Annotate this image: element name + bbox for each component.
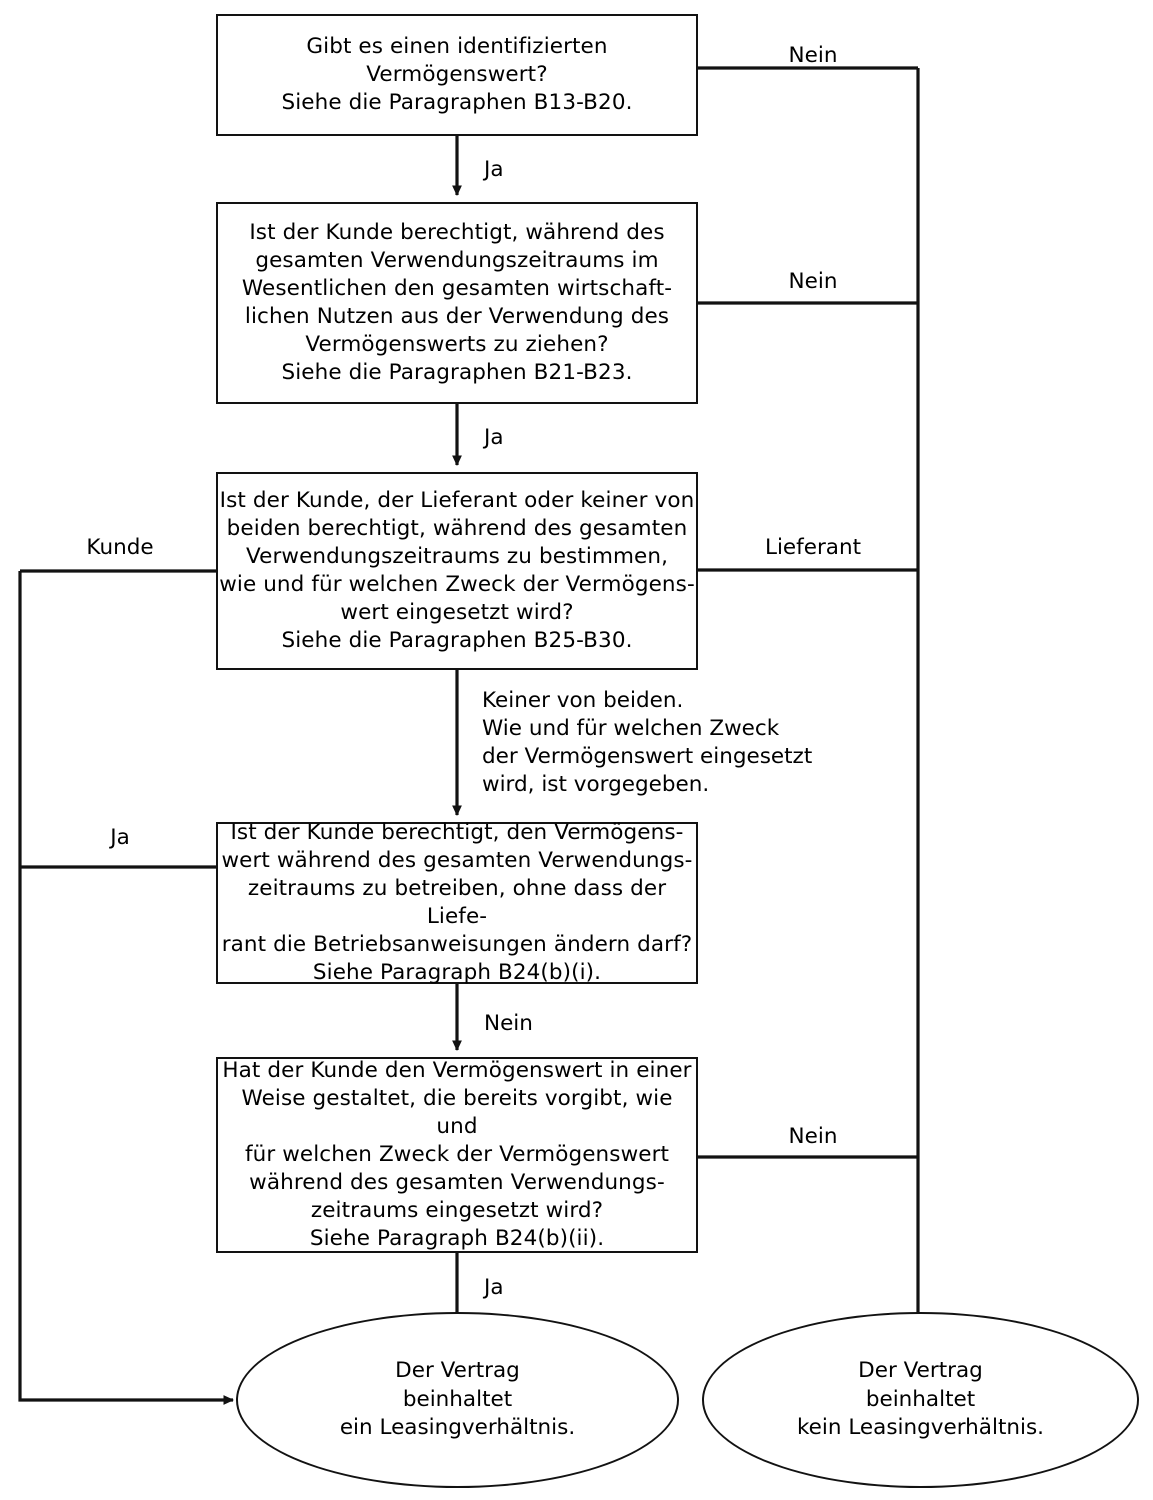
edge-label-q5-no: Nein (788, 1124, 838, 1149)
edge-label-q3-customer: Kunde (86, 535, 154, 560)
edge-label-q4-no: Nein (484, 1011, 533, 1036)
node-q4-right-to-operate[interactable]: Ist der Kunde berechtigt, den Vermögens-… (216, 820, 698, 985)
node-outcome-lease-text: Der Vertrag beinhaltet ein Leasingverhäl… (339, 1358, 576, 1441)
node-q2-economic-benefits[interactable]: Ist der Kunde berechtigt, während des ge… (216, 202, 698, 404)
node-outcome-lease[interactable]: Der Vertrag beinhaltet ein Leasingverhäl… (236, 1312, 679, 1488)
node-q5-text: Hat der Kunde den Vermögenswert in einer… (222, 1058, 692, 1251)
edge-label-q5-yes: Ja (484, 1275, 504, 1300)
edge-label-q3-neither: Keiner von beiden. Wie und für welchen Z… (482, 688, 813, 797)
node-outcome-no-lease-text: Der Vertrag beinhaltet kein Leasingverhä… (796, 1358, 1045, 1441)
node-q4-text: Ist der Kunde berechtigt, den Vermögens-… (221, 820, 693, 985)
edge-label-q2-no: Nein (788, 269, 838, 294)
node-q5-designed-asset[interactable]: Hat der Kunde den Vermögenswert in einer… (216, 1057, 698, 1253)
node-q1-identified-asset[interactable]: Gibt es einen identifizierten Vermögensw… (216, 14, 698, 136)
node-q3-right-to-direct[interactable]: Ist der Kunde, der Lieferant oder keiner… (216, 472, 698, 670)
node-q3-text: Ist der Kunde, der Lieferant oder keiner… (219, 488, 695, 653)
node-q2-text: Ist der Kunde berechtigt, während des ge… (241, 220, 673, 385)
edge-left-rail (18, 571, 234, 1405)
edge-label-q3-supplier: Lieferant (764, 535, 862, 560)
edge-label-q4-yes: Ja (110, 825, 130, 850)
edge-label-q1-no: Nein (788, 43, 838, 68)
node-q1-text: Gibt es einen identifizierten Vermögensw… (281, 34, 633, 115)
edge-label-q1-yes: Ja (484, 157, 504, 182)
node-outcome-no-lease[interactable]: Der Vertrag beinhaltet kein Leasingverhä… (702, 1312, 1139, 1488)
edge-label-q2-yes: Ja (484, 425, 504, 450)
